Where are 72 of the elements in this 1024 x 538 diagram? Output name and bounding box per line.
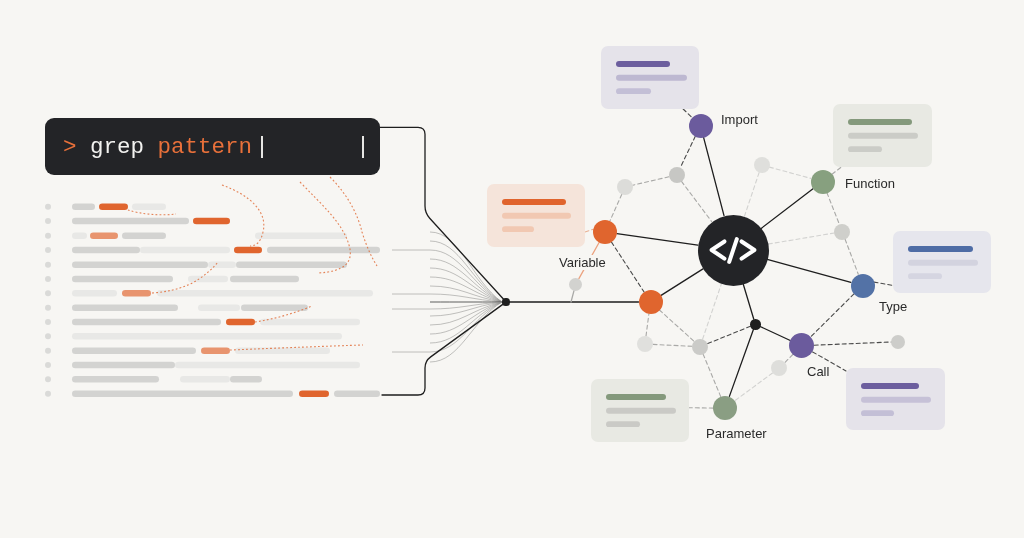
dashed-connector — [584, 228, 594, 233]
dashed-connector — [743, 172, 760, 217]
node-label: Call — [806, 364, 831, 379]
graph-node — [638, 290, 663, 314]
placeholder-card — [591, 379, 689, 442]
dashed-connector — [844, 238, 859, 275]
connector — [616, 233, 699, 246]
dashed-connector — [609, 193, 623, 222]
connector — [702, 136, 725, 217]
graph-node — [692, 338, 708, 355]
dashed-connector — [702, 283, 723, 340]
dashed-connector — [688, 407, 714, 409]
dashed-connector — [784, 353, 794, 364]
dashed-connector — [632, 176, 670, 186]
connector — [508, 301, 640, 303]
connector — [379, 126, 505, 300]
node-label: Parameter — [705, 426, 768, 441]
graph-node — [569, 277, 583, 291]
junction-dot — [750, 319, 761, 330]
dashed-connector — [734, 372, 774, 402]
placeholder-card — [487, 184, 585, 247]
connector — [570, 289, 575, 303]
placeholder-card — [601, 46, 699, 109]
dashed-connector — [831, 166, 842, 175]
connector — [759, 325, 791, 342]
node-label: Variable — [558, 255, 607, 270]
dashed-connector — [768, 166, 812, 179]
connector — [381, 303, 504, 396]
placeholder-card — [846, 368, 945, 430]
node-label: Function — [844, 176, 896, 191]
dashed-connector — [679, 135, 696, 169]
dashed-connector — [812, 351, 847, 372]
graph-node — [637, 336, 653, 352]
dashed-connector — [767, 232, 835, 245]
graph-node — [789, 333, 815, 359]
dashed-connector — [645, 313, 650, 337]
node-label: Import — [720, 112, 759, 127]
dashed-connector — [610, 241, 645, 293]
graph-node — [810, 169, 835, 194]
graph-node — [617, 179, 633, 195]
node-label: Type — [878, 299, 909, 314]
dashed-connector — [810, 293, 855, 338]
graph-node — [713, 395, 738, 420]
dashed-connector — [682, 108, 693, 118]
connector — [760, 188, 814, 230]
junction-dot — [502, 298, 510, 306]
graph-node — [891, 334, 906, 349]
dashed-connector — [706, 325, 751, 345]
connector — [728, 328, 755, 398]
graph-node — [593, 220, 617, 244]
dashed-connector — [813, 341, 892, 346]
connector — [660, 268, 704, 297]
search-results-illustration — [44, 176, 382, 400]
dashed-connector — [652, 343, 693, 347]
placeholder-card — [833, 104, 932, 167]
hub-circle — [697, 214, 769, 286]
graph-node — [753, 157, 770, 173]
placeholder-card — [893, 231, 991, 293]
terminal-bar — [45, 118, 380, 175]
graph-node — [771, 360, 787, 377]
dashed-connector — [873, 281, 894, 287]
connector — [742, 283, 755, 320]
dashed-connector — [680, 180, 713, 223]
command-text: > grep pattern — [63, 133, 253, 160]
graph-node — [850, 273, 875, 298]
graph-node — [668, 167, 685, 183]
dashed-connector — [702, 353, 722, 398]
graph-node — [834, 223, 851, 240]
graph-node — [688, 113, 713, 138]
dashed-connector — [826, 192, 840, 225]
dashed-connector — [658, 309, 695, 342]
connector — [766, 258, 852, 283]
